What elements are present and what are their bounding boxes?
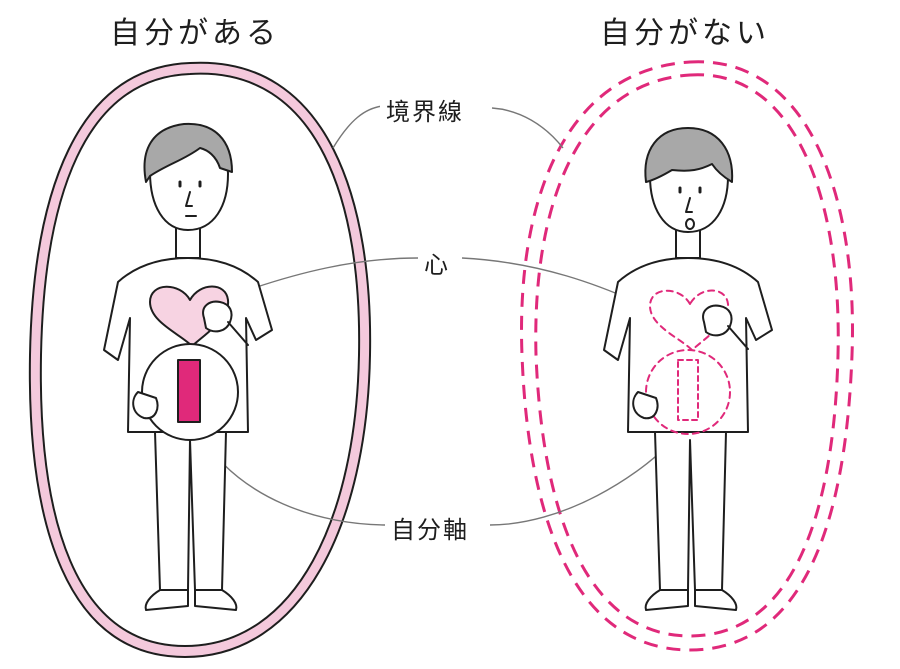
label-heart: 心 <box>418 245 456 280</box>
label-self-axis: 自分軸 <box>385 510 475 545</box>
left-foot <box>644 589 689 611</box>
hair <box>644 127 734 183</box>
right-foot <box>194 589 238 611</box>
connector-boundary-left <box>332 105 384 149</box>
title-no-self: 自分がない <box>600 16 770 51</box>
axis-circle-dashed <box>645 349 731 435</box>
boundary-solid <box>28 61 372 659</box>
left-foot <box>144 589 189 611</box>
label-boundary: 境界線 <box>380 92 470 127</box>
right-foot <box>694 589 738 611</box>
left-hand <box>132 391 159 420</box>
legs <box>654 431 727 591</box>
connector-boundary-right <box>491 107 564 149</box>
torso <box>603 257 773 433</box>
right-hand <box>202 300 233 333</box>
person-left <box>103 122 273 611</box>
left-hand <box>632 391 659 420</box>
title-has-self: 自分がある <box>110 16 280 51</box>
axis-bar-dashed <box>677 359 699 421</box>
boundary-dashed <box>520 60 854 652</box>
legs <box>154 431 227 591</box>
axis-bar <box>177 359 201 423</box>
person-right <box>603 127 773 611</box>
hair <box>143 122 233 183</box>
right-hand <box>702 304 733 337</box>
